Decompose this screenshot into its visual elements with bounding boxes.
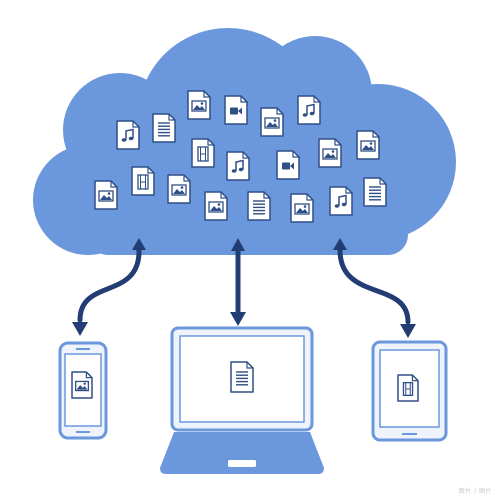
laptop-file-text-icon — [230, 361, 254, 393]
cloud-file-video-icon — [224, 95, 248, 125]
sync-arrows — [77, 247, 411, 325]
cloud-file-image-icon — [167, 174, 191, 204]
watermark: 图片 | 图片 — [458, 488, 492, 495]
arrowhead-down-phone — [72, 322, 88, 336]
cloud-file-video-strip-icon — [131, 166, 155, 196]
cloud-file-image-icon — [318, 138, 342, 168]
arrow-heads — [72, 238, 416, 338]
cloud — [33, 28, 456, 255]
cloud-file-text-icon — [363, 177, 387, 207]
cloud-file-video-icon — [276, 150, 300, 180]
cloud-file-music-icon — [329, 186, 353, 216]
arrow-cloud-tablet — [337, 247, 411, 325]
file-icons — [71, 90, 419, 402]
cloud-file-video-strip-icon — [191, 138, 215, 168]
phone — [58, 341, 108, 440]
cloud-file-image-icon — [260, 107, 284, 137]
arrow-cloud-phone — [77, 247, 142, 323]
cloud-file-text-icon — [152, 113, 176, 143]
arrowhead-down-tablet — [400, 324, 416, 338]
arrowhead-up-left — [132, 238, 146, 250]
laptop — [160, 326, 324, 474]
cloud-file-music-icon — [116, 120, 140, 150]
phone-file-image-icon — [71, 371, 93, 399]
cloud-file-image-icon — [356, 130, 380, 160]
cloud-file-image-icon — [290, 193, 314, 223]
cloud-file-image-icon — [94, 180, 118, 210]
arrowhead-up-middle — [231, 238, 245, 251]
cloud-file-image-icon — [187, 90, 211, 120]
arrowhead-up-right — [333, 238, 347, 250]
cloud-file-music-icon — [226, 151, 250, 181]
tablet-file-video-strip-icon — [397, 374, 419, 402]
laptop-keyboard-base — [160, 432, 324, 474]
arrowhead-down-laptop — [230, 312, 246, 326]
cloud-file-text-icon — [247, 191, 271, 221]
laptop-touchpad — [228, 460, 256, 467]
phone-screen — [64, 353, 102, 427]
cloud-file-image-icon — [204, 191, 228, 221]
cloud-file-music-icon — [297, 95, 321, 125]
